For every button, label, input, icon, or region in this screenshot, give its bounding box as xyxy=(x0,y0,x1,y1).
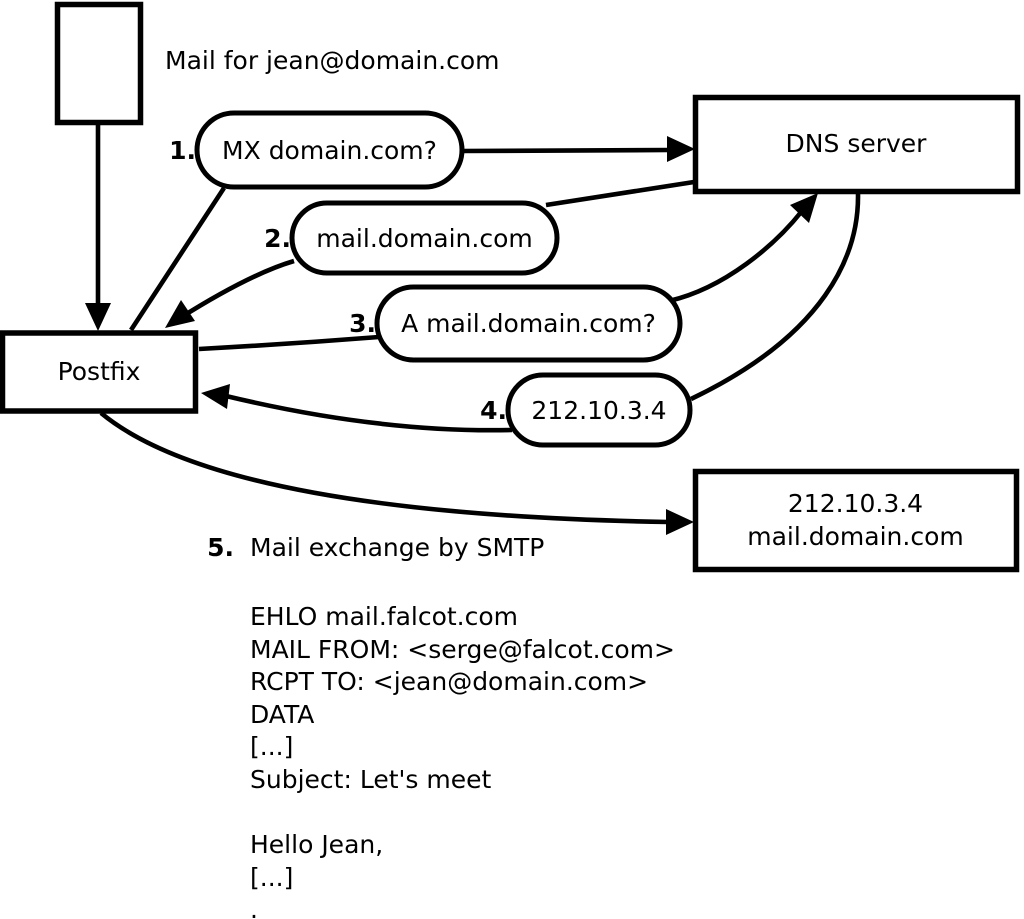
smtp-line-ellipsis-2: [...] xyxy=(250,862,294,892)
line-pill4-to-postfix xyxy=(225,393,513,433)
pill-answer-mx xyxy=(289,200,560,276)
step-number-1: 1. xyxy=(169,135,196,165)
line-pill1-to-dns xyxy=(459,147,671,154)
pill-answer-mx-label: mail.domain.com xyxy=(316,223,533,253)
smtp-line-data: DATA xyxy=(250,699,315,729)
arrowhead-into-postfix-from-pill2 xyxy=(165,300,195,328)
step-number-2: 2. xyxy=(264,223,291,253)
step-number-3: 3. xyxy=(349,308,376,338)
step-number-5: 5. xyxy=(207,532,234,562)
diagram-title: Mail for jean@domain.com xyxy=(165,46,500,75)
pill-query-a-label: A mail.domain.com? xyxy=(401,309,656,338)
smtp-line-end-dot: . xyxy=(250,895,258,919)
arrowhead-into-postfix-from-envelope xyxy=(85,303,111,331)
mail-server-node-label: 212.10.3.4 mail.domain.com xyxy=(695,471,1016,569)
smtp-line-ellipsis-1: [...] xyxy=(250,732,294,762)
postfix-node-label: Postfix xyxy=(57,357,141,386)
step-number-4: 4. xyxy=(480,395,507,425)
dns-server-box xyxy=(692,94,1021,195)
arrowhead-into-dns-from-pill1 xyxy=(667,136,695,162)
pill-query-mx xyxy=(194,110,465,190)
postfix-box xyxy=(0,330,199,414)
line-dns-to-pill2 xyxy=(545,179,695,208)
pill-query-mx-label: MX domain.com? xyxy=(222,135,437,165)
line-postfix-to-mailserver xyxy=(99,411,669,525)
mail-server-hostname: mail.domain.com xyxy=(747,521,964,551)
smtp-line-hello: Hello Jean, xyxy=(250,830,384,860)
smtp-line-rcpt-to: RCPT TO: <jean@domain.com> xyxy=(250,667,649,697)
mail-document-shape xyxy=(54,1,144,126)
pill-answer-a-label: 212.10.3.4 xyxy=(531,395,667,425)
line-postfix-to-pill1 xyxy=(129,186,226,332)
arrowhead-into-dns-from-pill3 xyxy=(790,193,818,223)
mail-server-ip: 212.10.3.4 xyxy=(787,488,924,518)
smtp-transcript: EHLO mail.falcot.com MAIL FROM: <serge@f… xyxy=(250,601,675,919)
line-pill3-to-dns xyxy=(668,209,804,304)
smtp-line-blank xyxy=(250,797,675,830)
line-pill2-to-postfix xyxy=(178,258,295,320)
smtp-line-subject: Subject: Let's meet xyxy=(250,764,492,794)
dns-server-node-label: DNS server xyxy=(785,129,927,158)
pill-query-a xyxy=(374,284,683,363)
mail-server-box xyxy=(692,468,1020,573)
smtp-exchange-caption: Mail exchange by SMTP xyxy=(250,533,545,562)
line-dns-to-pill4 xyxy=(690,193,861,402)
smtp-line-mail-from: MAIL FROM: <serge@falcot.com> xyxy=(250,634,675,664)
line-postfix-to-pill3 xyxy=(198,334,380,352)
arrowhead-into-mailserver-from-postfix xyxy=(666,509,694,535)
arrowhead-into-postfix-from-pill4 xyxy=(201,384,230,409)
pill-answer-a xyxy=(505,372,693,448)
smtp-line-ehlo: EHLO mail.falcot.com xyxy=(250,602,519,631)
